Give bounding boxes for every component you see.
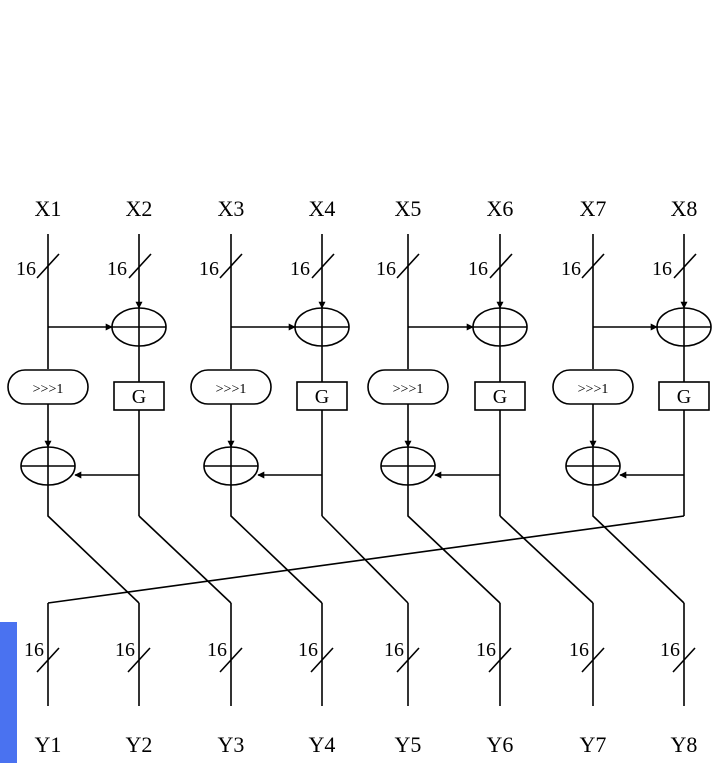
- output-width-label-3: 16: [207, 639, 227, 661]
- output-width-tick-1: [36, 647, 60, 673]
- wire-left-out-2: [230, 485, 323, 604]
- wire-left-out-3: [407, 485, 501, 604]
- input-width-label-8: 16: [652, 258, 672, 280]
- output-width-tick-6: [488, 647, 512, 673]
- input-width-tick-4: [311, 253, 335, 279]
- xor-top-3: [472, 307, 528, 347]
- wire-wraparound: [47, 515, 685, 604]
- g-function-label: G: [315, 386, 329, 408]
- g-function-box: [658, 381, 710, 411]
- rotate-op-2: >>>1: [190, 369, 272, 405]
- input-label-8: X8: [671, 196, 698, 221]
- rotate-op-1: >>>1: [7, 369, 89, 405]
- output-width-label-2: 16: [115, 639, 135, 661]
- input-label-6: X6: [487, 196, 514, 221]
- output-width-tick-4: [310, 647, 334, 673]
- g-function-box: [296, 381, 348, 411]
- input-width-label-2: 16: [107, 258, 127, 280]
- input-width-tick-6: [489, 253, 513, 279]
- output-width-label-7: 16: [569, 639, 589, 661]
- xor-bottom-1: [20, 446, 76, 486]
- g-function-box: [474, 381, 526, 411]
- output-label-1: Y1: [35, 732, 62, 757]
- g-function-3: G: [474, 381, 526, 411]
- output-label-8: Y8: [671, 732, 698, 757]
- g-function-4: G: [658, 381, 710, 411]
- output-width-label-4: 16: [298, 639, 318, 661]
- xor-top-2: [294, 307, 350, 347]
- input-width-label-7: 16: [561, 258, 581, 280]
- output-label-4: Y4: [309, 732, 336, 757]
- rotate-op-label: >>>1: [393, 382, 424, 397]
- output-width-label-6: 16: [476, 639, 496, 661]
- xor-bottom-3: [380, 446, 436, 486]
- input-width-label-6: 16: [468, 258, 488, 280]
- input-width-tick-8: [673, 253, 697, 279]
- output-width-label-8: 16: [660, 639, 680, 661]
- output-width-tick-3: [219, 647, 243, 673]
- rotate-op-label: >>>1: [216, 382, 247, 397]
- output-label-5: Y5: [395, 732, 422, 757]
- input-width-label-4: 16: [290, 258, 310, 280]
- output-label-3: Y3: [218, 732, 245, 757]
- input-width-label-3: 16: [199, 258, 219, 280]
- g-function-box: [113, 381, 165, 411]
- wire-left-out-1: [47, 485, 140, 604]
- output-label-6: Y6: [487, 732, 514, 757]
- rotate-op-label: >>>1: [578, 382, 609, 397]
- rotate-op-label: >>>1: [33, 382, 64, 397]
- g-function-2: G: [296, 381, 348, 411]
- input-label-4: X4: [309, 196, 336, 221]
- output-width-label-1: 16: [24, 639, 44, 661]
- wire-right-out-3: [499, 515, 594, 604]
- output-width-tick-8: [672, 647, 696, 673]
- output-width-tick-7: [581, 647, 605, 673]
- xor-bottom-4: [565, 446, 621, 486]
- xor-bottom-2: [203, 446, 259, 486]
- wire-left-out-4: [592, 485, 685, 604]
- side-tab: [0, 622, 17, 763]
- xor-top-1: [111, 307, 167, 347]
- input-label-5: X5: [395, 196, 422, 221]
- xor-top-4: [656, 307, 712, 347]
- g-function-1: G: [113, 381, 165, 411]
- input-width-label-1: 16: [16, 258, 36, 280]
- g-function-label: G: [132, 386, 146, 408]
- output-label-7: Y7: [580, 732, 607, 757]
- input-label-1: X1: [35, 196, 62, 221]
- input-label-3: X3: [218, 196, 245, 221]
- output-label-2: Y2: [126, 732, 153, 757]
- output-width-label-5: 16: [384, 639, 404, 661]
- input-label-2: X2: [126, 196, 153, 221]
- input-width-label-5: 16: [376, 258, 396, 280]
- wire-right-out-1: [138, 515, 232, 604]
- rotate-op-3: >>>1: [367, 369, 449, 405]
- g-function-label: G: [493, 386, 507, 408]
- output-width-tick-2: [127, 647, 151, 673]
- rotate-op-4: >>>1: [552, 369, 634, 405]
- input-width-tick-2: [128, 253, 152, 279]
- input-label-7: X7: [580, 196, 607, 221]
- g-function-label: G: [677, 386, 691, 408]
- output-width-tick-5: [396, 647, 420, 673]
